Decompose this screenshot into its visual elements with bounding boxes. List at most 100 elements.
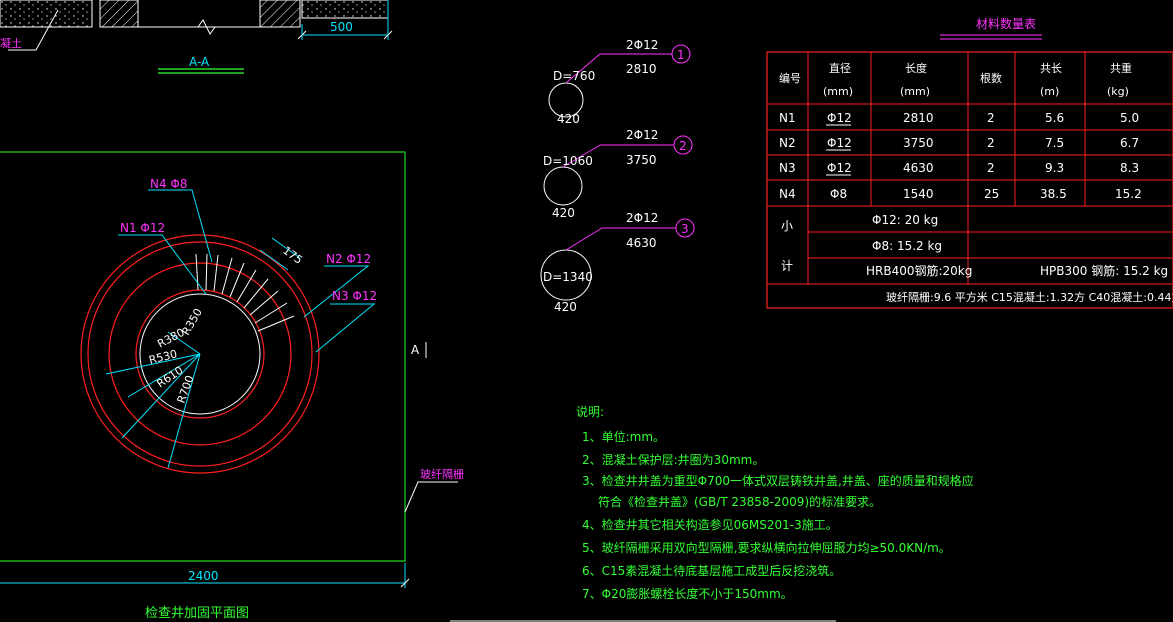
wall-hatch-left	[99, 0, 139, 28]
n4-stirrups	[195, 253, 295, 332]
section-aa-fragment: 500 凝土 A-A	[0, 0, 393, 74]
dim-175: 175	[280, 244, 305, 267]
header-len: 长度	[905, 61, 927, 75]
subtotal-label-1: 小	[781, 219, 793, 233]
svg-text:N3: N3	[779, 161, 796, 175]
section-mark-a: A	[411, 343, 420, 357]
section-aa-title: A-A	[189, 55, 210, 69]
note-2: 2、混凝土保护层:井圈为30mm。	[582, 452, 764, 467]
svg-text:2: 2	[987, 136, 995, 150]
ring-2-number: 2	[679, 139, 687, 153]
plan-caption: 检查井加固平面图	[145, 606, 249, 621]
svg-text:8.3: 8.3	[1120, 161, 1139, 175]
table-row: N2 Φ12 3750 2 7.5 6.7	[779, 136, 1139, 151]
ring-3-number: 3	[681, 222, 689, 236]
svg-text:N4: N4	[779, 187, 796, 201]
ring-3-qty: 2Φ12	[626, 211, 658, 225]
svg-text:9.3: 9.3	[1045, 161, 1064, 175]
label-n4: N4 Φ8	[150, 177, 188, 191]
svg-text:Φ12: Φ12	[827, 111, 852, 125]
ring-1-qty: 2Φ12	[626, 38, 658, 52]
plan-view: N4 Φ8 N1 Φ12 N2 Φ12 N3 Φ12 175 R350 R380…	[0, 151, 464, 621]
ring-r530	[108, 262, 292, 446]
note-6: 6、C15素混凝土待底基层施工成型后反挖浇筑。	[582, 563, 841, 578]
note-4: 4、检查井其它相关构造参见06MS201-3施工。	[582, 517, 838, 532]
ring-r700	[80, 234, 320, 474]
header-weight: 共重	[1110, 61, 1132, 75]
subtotal-label-2: 计	[781, 259, 793, 273]
svg-text:Φ12: Φ12	[827, 161, 852, 175]
label-n1: N1 Φ12	[120, 221, 165, 235]
svg-text:15.2: 15.2	[1115, 187, 1142, 201]
ring-r380	[135, 289, 265, 419]
table-row: N4 Φ8 1540 25 38.5 15.2	[779, 187, 1142, 201]
subtotal-phi8: Φ8: 15.2 kg	[872, 239, 942, 253]
label-r380: R380	[155, 326, 186, 351]
ring-2-diameter: D=1060	[543, 154, 593, 168]
ring-3-length: 4630	[626, 236, 657, 250]
header-len-unit: (mm)	[900, 85, 930, 98]
header-total-len-unit: (m)	[1040, 85, 1059, 98]
svg-text:1540: 1540	[903, 187, 934, 201]
ring-1-width: 420	[557, 112, 580, 126]
header-dia: 直径	[829, 61, 851, 75]
ring-2-qty: 2Φ12	[626, 128, 658, 142]
table-footer: 玻纤隔栅:9.6 平方米 C15混凝土:1.32方 C40混凝土:0.44方	[886, 290, 1173, 304]
note-5: 5、玻纤隔栅采用双向型隔栅,要求纵横向拉伸屈服力均≥50.0KN/m。	[582, 540, 951, 555]
svg-text:38.5: 38.5	[1040, 187, 1067, 201]
subtotal-hrb: HRB400钢筋:20kg	[866, 263, 972, 278]
ring-r350-manhole	[139, 293, 261, 415]
ring-r610-outer	[87, 241, 313, 467]
note-3: 3、检查井井盖为重型Φ700一体式双层铸铁井盖,井盖、座的质量和规格应	[582, 473, 974, 488]
ring-3-diameter: D=1340	[543, 270, 593, 284]
ring-2-circle	[543, 166, 583, 206]
svg-text:2: 2	[987, 111, 995, 125]
svg-text:5.6: 5.6	[1045, 111, 1064, 125]
notes: 说明: 1、单位:mm。 2、混凝土保护层:井圈为30mm。 3、检查井井盖为重…	[576, 404, 974, 601]
svg-text:5.0: 5.0	[1120, 111, 1139, 125]
ring-schedule: D=760 2Φ12 2810 420 1 D=1060 2Φ12 3750 4…	[540, 38, 695, 314]
table-title: 材料数量表	[976, 16, 1036, 31]
concrete-fill-right	[301, 0, 389, 19]
svg-text:2: 2	[987, 161, 995, 175]
ring-3-width: 420	[554, 300, 577, 314]
concrete-label: 凝土	[0, 36, 22, 50]
header-total-len: 共长	[1040, 62, 1062, 75]
ring-1-number: 1	[677, 48, 685, 62]
table-row: N1 Φ12 2810 2 5.6 5.0	[779, 111, 1139, 126]
svg-text:4630: 4630	[903, 161, 934, 175]
svg-text:25: 25	[984, 187, 999, 201]
svg-text:7.5: 7.5	[1045, 136, 1064, 150]
subtotal-phi12: Φ12: 20 kg	[872, 213, 938, 227]
dim-2400: 2400	[188, 569, 219, 583]
label-r530: R530	[148, 347, 179, 367]
note-1: 1、单位:mm。	[582, 429, 665, 444]
wall-hatch-right	[259, 0, 301, 28]
svg-text:6.7: 6.7	[1120, 136, 1139, 150]
svg-text:2810: 2810	[903, 111, 934, 125]
svg-text:3750: 3750	[903, 136, 934, 150]
header-no: 编号	[779, 71, 801, 85]
ring-2-width: 420	[552, 206, 575, 220]
header-count: 根数	[980, 71, 1002, 85]
table-row: N3 Φ12 4630 2 9.3 8.3	[779, 161, 1139, 176]
label-n2: N2 Φ12	[326, 252, 371, 266]
label-n3: N3 Φ12	[332, 289, 377, 303]
svg-text:Φ8: Φ8	[830, 187, 847, 201]
material-table: 材料数量表 编号 直径 (mm) 长度 (mm) 根数 共长 (m	[766, 16, 1173, 309]
subtotal-hpb: HPB300 钢筋: 15.2 kg	[1040, 263, 1168, 278]
break-mark	[197, 19, 216, 35]
concrete-fill-left	[0, 0, 93, 28]
geogrid-boundary	[0, 151, 406, 562]
note-3-cont: 符合《检查井盖》(GB/T 23858-2009)的标准要求。	[598, 494, 881, 509]
ring-1-length: 2810	[626, 62, 657, 76]
ring-1-diameter: D=760	[553, 69, 595, 83]
svg-text:Φ12: Φ12	[827, 136, 852, 150]
note-7: 7、Φ20膨胀螺栓长度不小于150mm。	[582, 586, 793, 601]
ring-2-length: 3750	[626, 153, 657, 167]
label-geogrid: 玻纤隔栅	[420, 467, 464, 481]
dim-500-text: 500	[330, 20, 353, 34]
notes-title: 说明:	[576, 404, 604, 419]
svg-text:N2: N2	[779, 136, 796, 150]
